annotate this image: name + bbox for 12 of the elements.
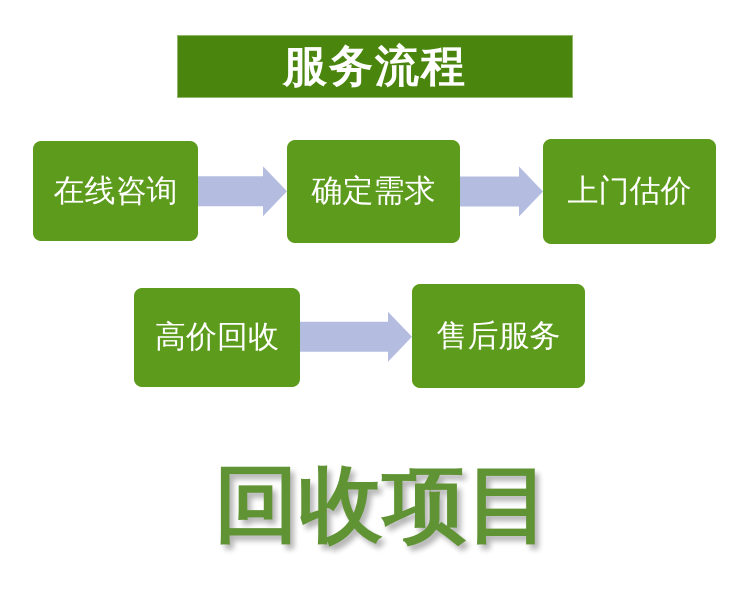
title: 服务流程 [283,44,467,88]
step-text: 确定需求 [310,172,436,211]
step-text: 高价回收 [154,318,280,357]
step-text: 上门估价 [566,172,692,211]
process-box [33,141,198,241]
process-box [287,140,460,243]
process-box [543,139,716,244]
section-heading: 回收项目 [214,462,552,546]
process-box [412,284,585,388]
step-text: 在线咨询 [52,172,178,210]
process-box [134,288,300,387]
step-text: 售后服务 [436,316,562,356]
